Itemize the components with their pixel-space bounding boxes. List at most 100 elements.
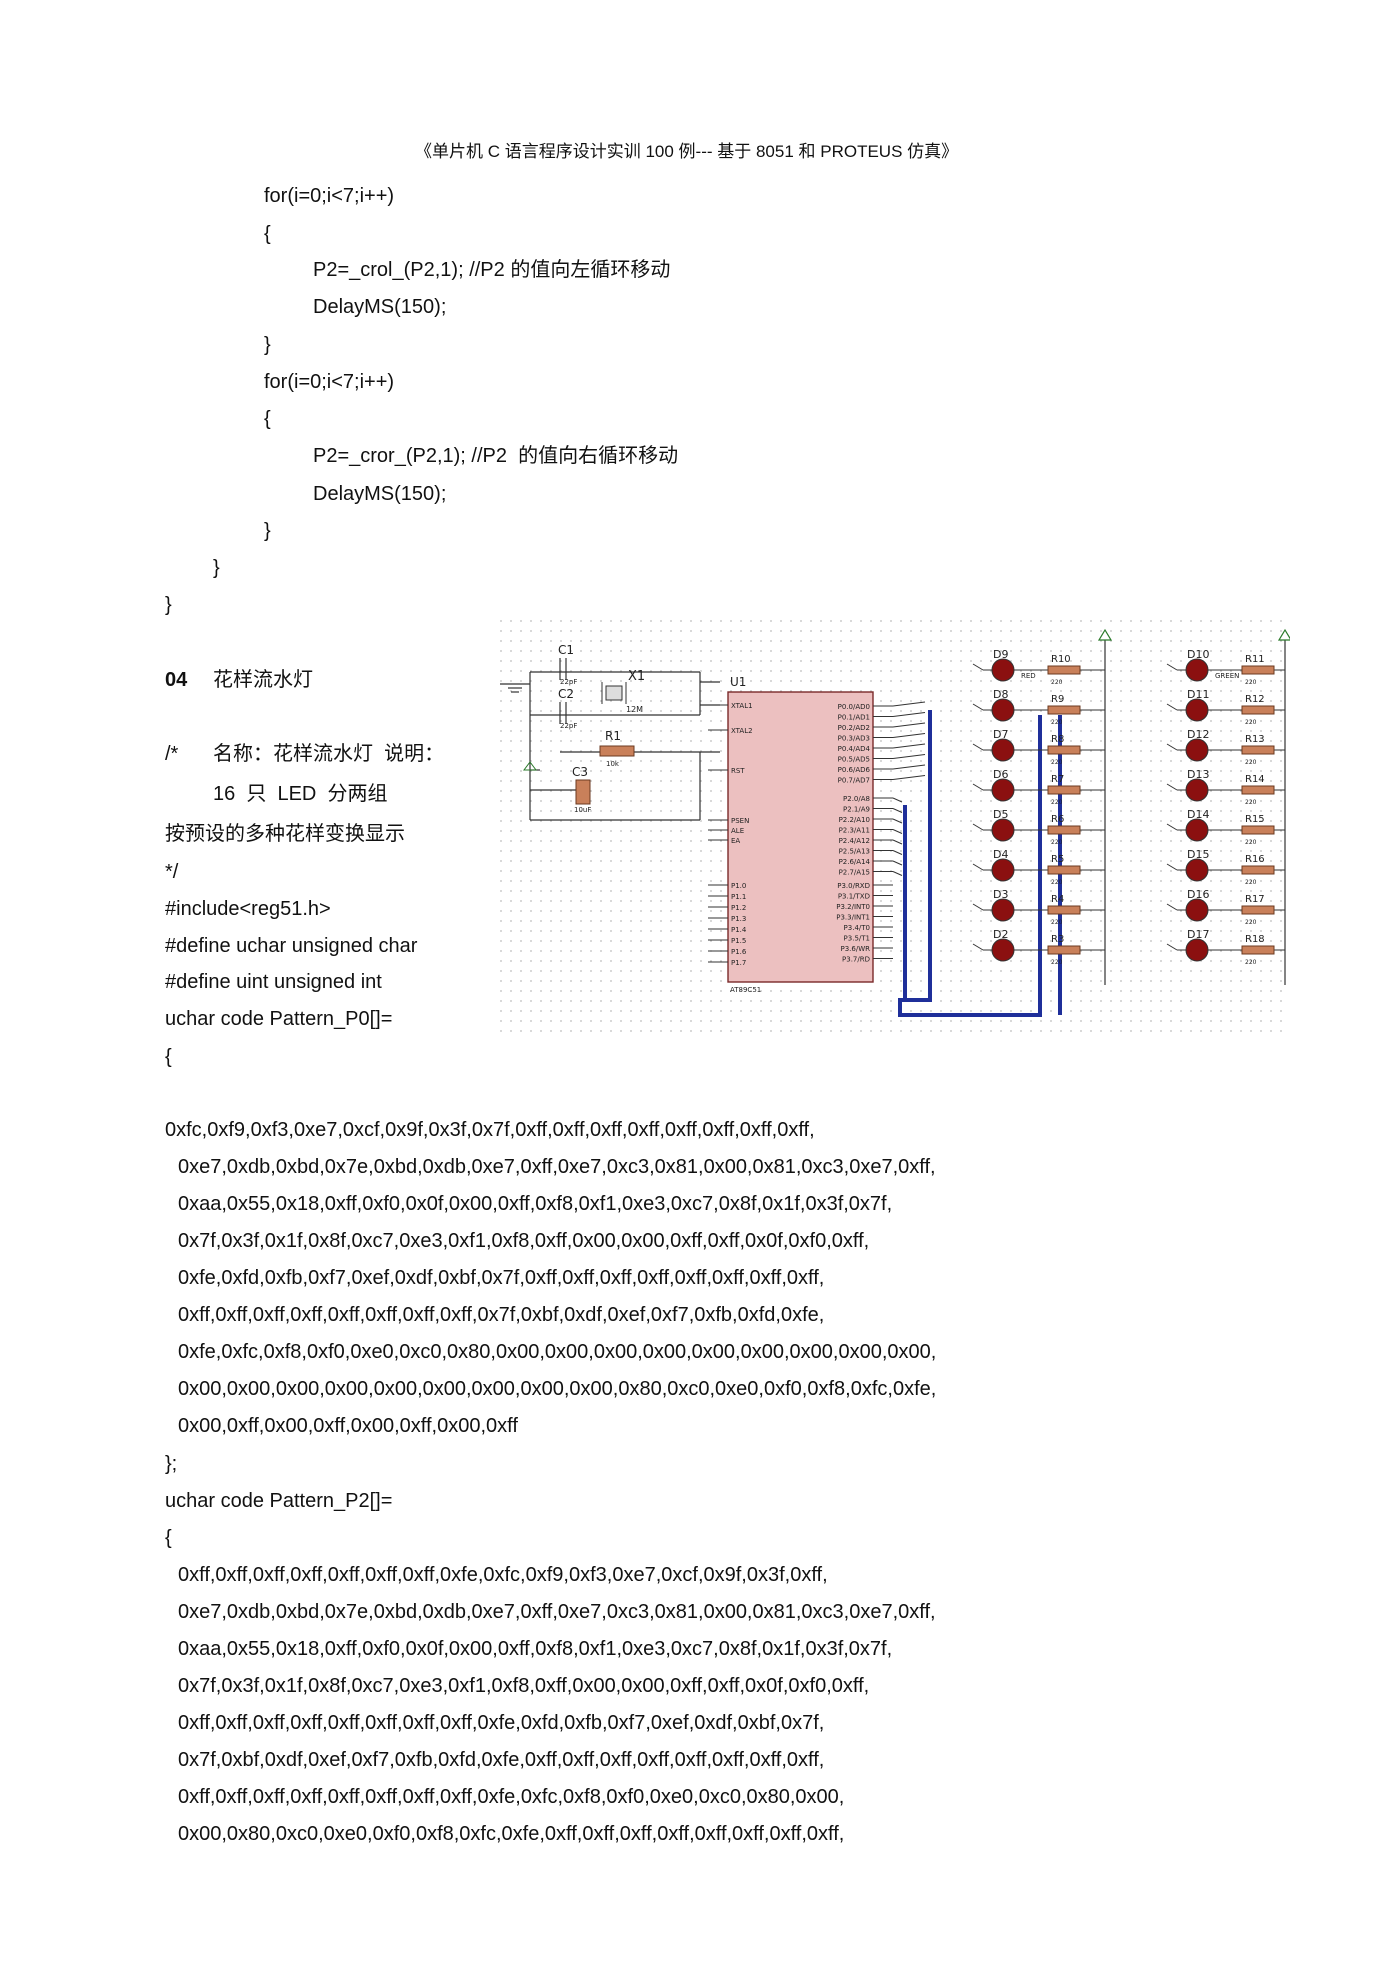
- led-label: D3: [993, 888, 1008, 901]
- pin-label: XTAL1: [731, 702, 753, 710]
- vcc-rails: [1097, 628, 1290, 985]
- crystal-x1: [601, 682, 627, 704]
- code-line: }: [264, 334, 271, 356]
- wire: [892, 754, 926, 759]
- include-line: #include<reg51.h>: [165, 898, 331, 920]
- wire: [892, 712, 926, 717]
- pin-label: P1.6: [731, 948, 747, 956]
- resistor-label: R8: [1051, 734, 1064, 745]
- oscillator-section: [500, 658, 720, 821]
- resistor-label: R7: [1051, 774, 1064, 785]
- part-label: R1: [605, 729, 621, 743]
- pin-label: P0.3/AD3: [838, 735, 870, 743]
- pin-label: P0.6/AD6: [838, 766, 871, 774]
- led-icon: [991, 898, 1015, 922]
- wire: [892, 743, 926, 749]
- part-label: C2: [558, 687, 574, 701]
- code-line: }: [213, 557, 220, 579]
- pin-label: P0.0/AD0: [838, 703, 870, 711]
- schematic-grid: [500, 620, 1290, 1032]
- wire: [972, 943, 984, 951]
- part-label: C3: [572, 765, 588, 779]
- p0-data-line: 0xe7,0xdb,0xbd,0x7e,0xbd,0xdb,0xe7,0xff,…: [178, 1156, 936, 1178]
- led-label: D14: [1187, 808, 1209, 821]
- p2-data-line: 0xaa,0x55,0x18,0xff,0xf0,0x0f,0x00,0xff,…: [178, 1638, 893, 1660]
- resistor-value: 220: [1245, 679, 1257, 686]
- part-label: X1: [628, 669, 645, 684]
- chip-name-label: U1: [730, 675, 746, 689]
- led-icon: [1185, 938, 1209, 962]
- led-color-label: RED: [1021, 672, 1036, 680]
- led-icon: [1185, 738, 1209, 762]
- comment-line: 按预设的多种花样变换显示: [165, 823, 405, 845]
- led-label: D10: [1187, 648, 1209, 661]
- led-label: D13: [1187, 768, 1209, 781]
- resistor-icon: [1241, 905, 1275, 915]
- resistor-value: 220: [1245, 799, 1257, 806]
- p0-data-line: 0xfe,0xfd,0xfb,0xf7,0xef,0xdf,0xbf,0x7f,…: [178, 1267, 825, 1289]
- pin-label: P1.4: [731, 926, 747, 934]
- pin-label: EA: [731, 837, 740, 845]
- resistor-label: R4: [1051, 894, 1064, 905]
- resistor-label: R13: [1245, 734, 1265, 745]
- pin-label: P2.3/A11: [839, 827, 870, 835]
- led-label: D2: [993, 928, 1008, 941]
- wire: [892, 797, 903, 803]
- resistor-value: 220: [1051, 799, 1063, 806]
- p0-data-line: 0xaa,0x55,0x18,0xff,0xf0,0x0f,0x00,0xff,…: [178, 1193, 893, 1215]
- resistor-icon: [1047, 665, 1081, 675]
- chip-part-label: AT89C51: [730, 986, 761, 994]
- part-label: 22pF: [560, 678, 577, 686]
- pin-label: P2.4/A12: [839, 837, 870, 845]
- led-icon: [1185, 658, 1209, 682]
- resistor-icon: [1047, 905, 1081, 915]
- resistor-label: R6: [1051, 814, 1064, 825]
- p0-data-line: 0xff,0xff,0xff,0xff,0xff,0xff,0xff,0xff,…: [178, 1304, 825, 1326]
- led-icon: [1185, 858, 1209, 882]
- resistor-value: 220: [1051, 759, 1063, 766]
- code-line: }: [165, 594, 172, 616]
- led-label: D16: [1187, 888, 1209, 901]
- led-label: D17: [1187, 928, 1209, 941]
- resistor-value: 220: [1051, 919, 1063, 926]
- pin-label: P1.3: [731, 915, 746, 923]
- led-icon: [1185, 698, 1209, 722]
- led-icon: [991, 658, 1015, 682]
- part-label: 12M: [626, 705, 643, 714]
- resistor-icon: [1047, 745, 1081, 755]
- pin-label: P2.1/A9: [843, 806, 870, 814]
- pin-label: P0.2/AD2: [838, 724, 870, 732]
- led-label: D15: [1187, 848, 1209, 861]
- pin-label: P3.3/INT1: [836, 914, 870, 922]
- wire: [972, 823, 984, 831]
- part-label: C1: [558, 643, 574, 657]
- pin-label: P0.5/AD5: [838, 756, 870, 764]
- resistor-label: R18: [1245, 934, 1265, 945]
- resistor-value: 220: [1245, 759, 1257, 766]
- wire: [892, 764, 926, 770]
- wire: [892, 733, 926, 738]
- wire: [972, 903, 984, 911]
- wire: [892, 850, 903, 855]
- wire: [1166, 703, 1178, 711]
- wire: [892, 775, 926, 780]
- wire: [892, 839, 903, 845]
- array-decl: uchar code Pattern_P0[]=: [165, 1008, 393, 1030]
- wire: [892, 808, 903, 813]
- resistor-label: R15: [1245, 814, 1265, 825]
- resistor-value: 220: [1051, 839, 1063, 846]
- wire: [892, 701, 926, 707]
- wire: [1166, 663, 1178, 671]
- comment-close: */: [165, 861, 179, 883]
- led-icon: [1185, 818, 1209, 842]
- resistor-value: 220: [1051, 719, 1063, 726]
- code-line: {: [264, 223, 271, 245]
- brace-open: {: [165, 1527, 172, 1549]
- resistor-label: R16: [1245, 854, 1265, 865]
- p0-data-line: 0xfc,0xf9,0xf3,0xe7,0xcf,0x9f,0x3f,0x7f,…: [165, 1119, 815, 1141]
- resistor-value: 220: [1051, 959, 1063, 966]
- define-line: #define uint unsigned int: [165, 971, 382, 993]
- p0-data-line: 0xfe,0xfc,0xf8,0xf0,0xe0,0xc0,0x80,0x00,…: [178, 1341, 937, 1363]
- pin-label: P1.0: [731, 882, 746, 890]
